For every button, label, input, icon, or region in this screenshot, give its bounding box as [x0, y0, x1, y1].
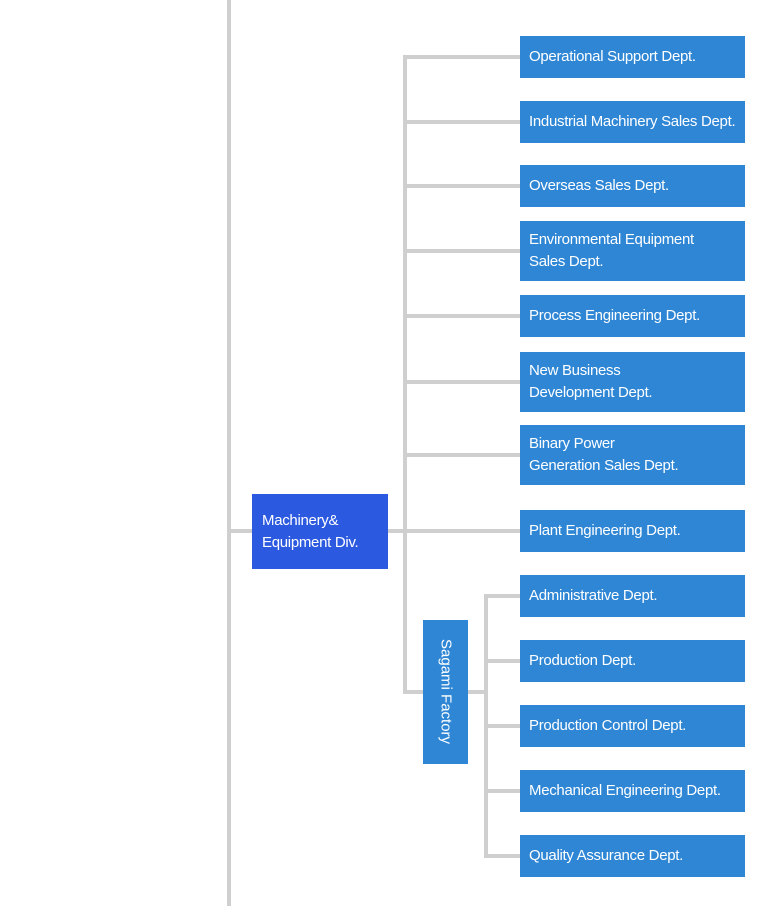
connector-stub-mechanical-engineering — [486, 789, 520, 793]
dept-box-production: Production Dept. — [520, 640, 745, 682]
dept-box-environmental-equipment-sales: Environmental Equipment Sales Dept. — [520, 221, 745, 281]
connector-stub-binary-power — [405, 453, 520, 457]
dept-box-quality-assurance: Quality Assurance Dept. — [520, 835, 745, 877]
connector-departments-vertical — [403, 55, 407, 694]
connector-stub-factory-left — [405, 690, 425, 694]
connector-stub-administrative — [486, 594, 520, 598]
factory-box-sagami: Sagami Factory — [423, 620, 468, 764]
division-box-machinery-equipment: Machinery& Equipment Div. — [252, 494, 388, 569]
connector-stub-process-engineering — [405, 314, 520, 318]
dept-box-administrative: Administrative Dept. — [520, 575, 745, 617]
connector-stub-production — [486, 659, 520, 663]
dept-box-binary-power-generation-sales: Binary Power Generation Sales Dept. — [520, 425, 745, 485]
dept-box-overseas-sales: Overseas Sales Dept. — [520, 165, 745, 207]
dept-box-process-engineering: Process Engineering Dept. — [520, 295, 745, 337]
dept-box-plant-engineering: Plant Engineering Dept. — [520, 510, 745, 552]
connector-trunk-vertical — [227, 0, 231, 906]
connector-stub-new-business — [405, 380, 520, 384]
dept-box-new-business-development: New Business Development Dept. — [520, 352, 745, 412]
connector-stub-overseas-sales — [405, 184, 520, 188]
connector-stub-operational-support — [405, 55, 520, 59]
dept-box-operational-support: Operational Support Dept. — [520, 36, 745, 78]
connector-stub-production-control — [486, 724, 520, 728]
connector-stub-quality-assurance — [486, 854, 520, 858]
dept-box-industrial-machinery-sales: Industrial Machinery Sales Dept. — [520, 101, 745, 143]
connector-stub-factory-right — [466, 690, 488, 694]
connector-stub-environmental-equipment — [405, 249, 520, 253]
connector-stub-industrial-machinery — [405, 120, 520, 124]
dept-box-production-control: Production Control Dept. — [520, 705, 745, 747]
dept-box-mechanical-engineering: Mechanical Engineering Dept. — [520, 770, 745, 812]
